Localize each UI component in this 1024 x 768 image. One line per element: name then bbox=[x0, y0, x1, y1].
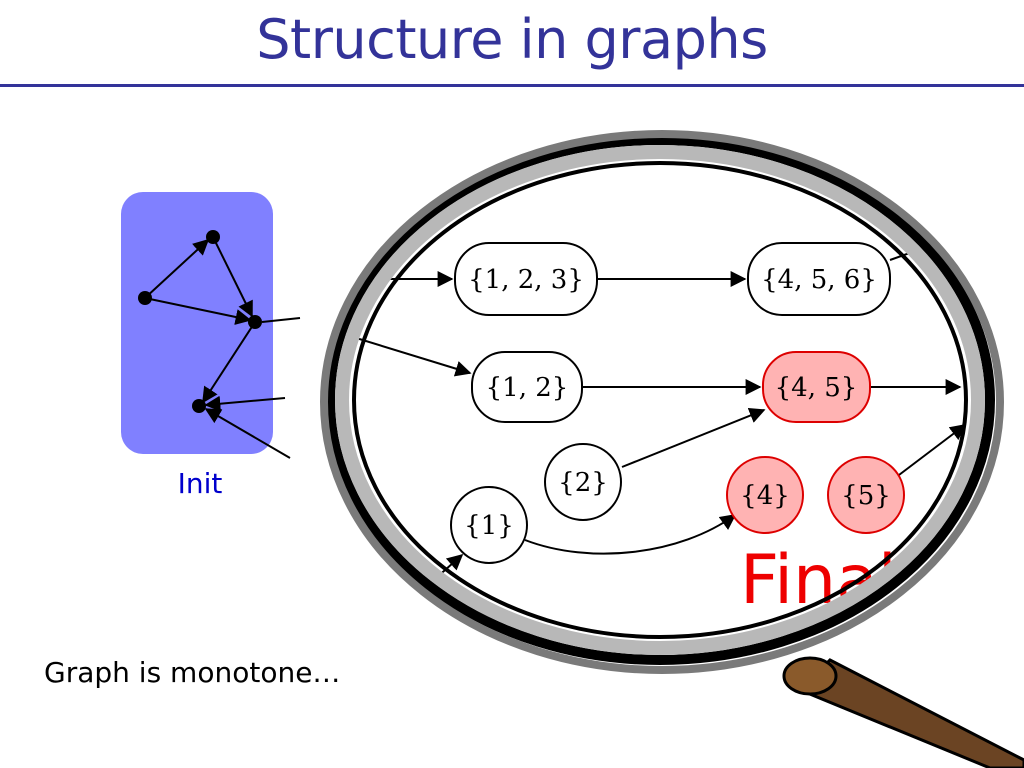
svg-text:{5}: {5} bbox=[841, 481, 891, 511]
node-1: {1} bbox=[450, 486, 528, 564]
svg-text:{4, 5}: {4, 5} bbox=[775, 373, 858, 403]
svg-text:{1, 2}: {1, 2} bbox=[486, 373, 569, 403]
title-divider bbox=[0, 84, 1024, 87]
node-2: {2} bbox=[544, 443, 622, 521]
lens-content: {1, 2, 3} {4, 5, 6} {1, 2} {4, 5} {2} {4… bbox=[340, 150, 980, 650]
node-123: {1, 2, 3} bbox=[454, 242, 598, 316]
magnifying-glass-icon bbox=[320, 130, 1024, 768]
node-45-final: {4, 5} bbox=[762, 351, 871, 423]
caption-text: Graph is monotone… bbox=[44, 656, 341, 689]
svg-text:{1}: {1} bbox=[464, 511, 514, 541]
graph-vertex bbox=[206, 230, 220, 244]
svg-text:{4, 5, 6}: {4, 5, 6} bbox=[761, 265, 877, 295]
graph-vertex bbox=[138, 291, 152, 305]
node-12: {1, 2} bbox=[471, 351, 583, 423]
graph-vertex bbox=[248, 315, 262, 329]
node-456: {4, 5, 6} bbox=[747, 242, 891, 316]
node-5-final: {5} bbox=[827, 456, 905, 534]
svg-text:{4}: {4} bbox=[740, 481, 790, 511]
slide-title: Structure in graphs bbox=[256, 8, 768, 71]
init-label: Init bbox=[177, 467, 223, 500]
node-4-final: {4} bbox=[726, 456, 804, 534]
svg-text:{1, 2, 3}: {1, 2, 3} bbox=[468, 265, 584, 295]
init-graph bbox=[138, 230, 301, 459]
svg-text:{2}: {2} bbox=[558, 468, 608, 498]
graph-vertex bbox=[192, 399, 206, 413]
